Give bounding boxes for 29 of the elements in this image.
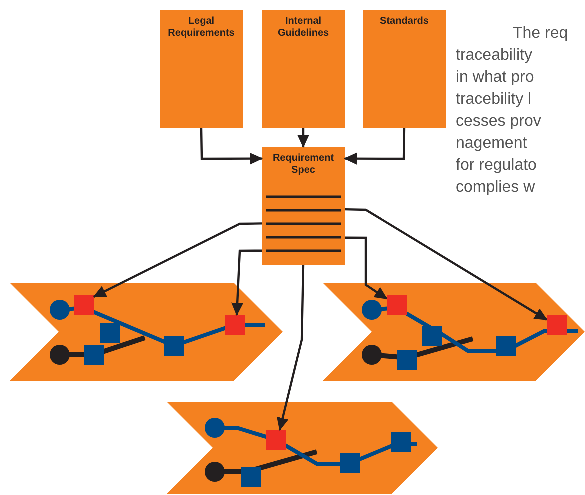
arrow bbox=[93, 222, 262, 298]
process-step-square bbox=[266, 430, 286, 450]
body-text: complies w bbox=[456, 178, 536, 198]
arrow bbox=[344, 208, 548, 321]
body-text: tracebility l bbox=[456, 90, 532, 110]
arrow bbox=[345, 236, 388, 300]
body-text: The req bbox=[513, 24, 568, 44]
document-box bbox=[262, 10, 345, 128]
process-step-square bbox=[225, 315, 245, 335]
body-text: for regulato bbox=[456, 156, 537, 176]
box-title: Standards bbox=[379, 16, 430, 28]
process-step-square bbox=[74, 295, 94, 315]
box-title: Legal Requirements bbox=[167, 16, 236, 40]
arrow bbox=[277, 264, 305, 431]
body-text: in what pro bbox=[456, 68, 534, 88]
arrow bbox=[232, 250, 262, 316]
arrow bbox=[298, 128, 310, 148]
document-box bbox=[363, 10, 446, 128]
box-title: Requirement Spec bbox=[272, 153, 336, 177]
process-step-square bbox=[547, 315, 567, 335]
arrow bbox=[200, 128, 263, 165]
box-title: Internal Guidelines bbox=[276, 16, 330, 40]
arrow bbox=[344, 128, 406, 165]
document-box bbox=[262, 147, 345, 265]
document-box bbox=[160, 10, 243, 128]
body-text: cesses prov bbox=[456, 112, 542, 132]
process-step-square bbox=[387, 295, 407, 315]
body-text: nagement bbox=[456, 134, 528, 154]
body-text: traceability bbox=[456, 46, 532, 66]
